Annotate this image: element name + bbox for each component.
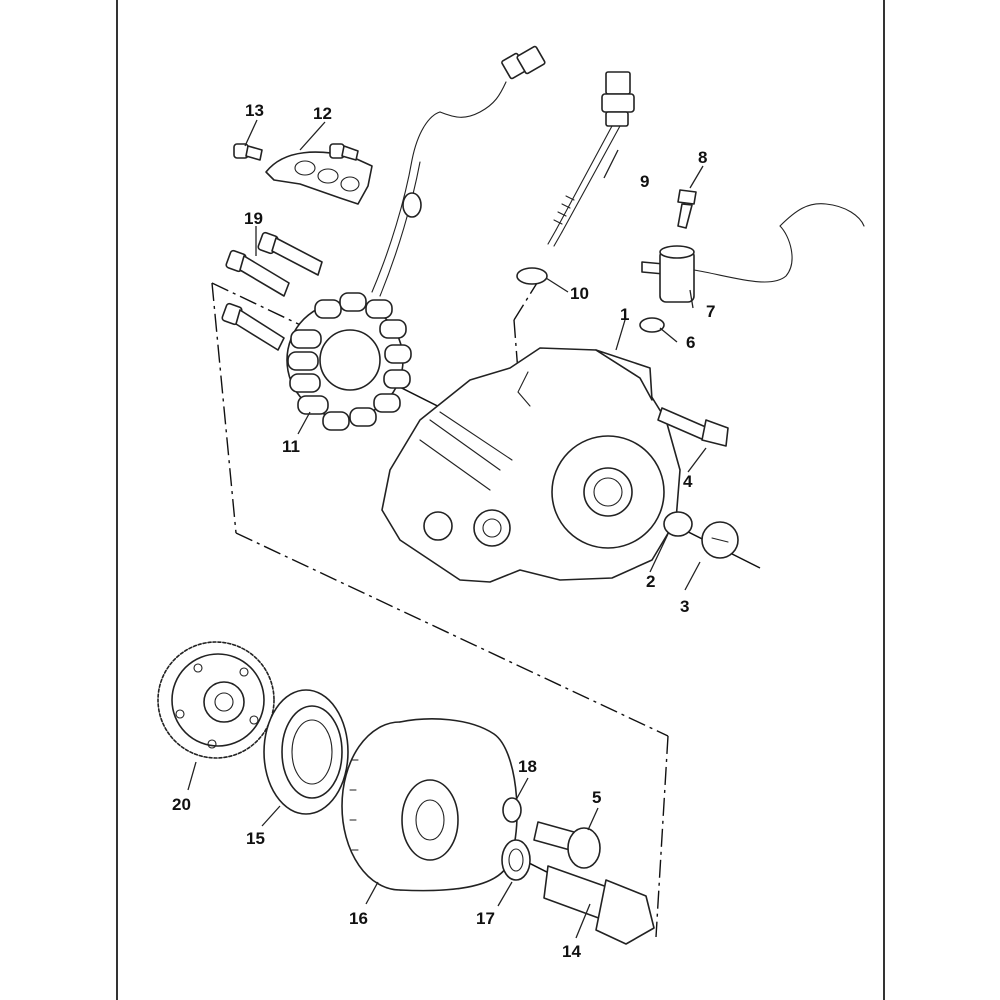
crankcase-cover	[381, 347, 681, 583]
sensor-screw	[677, 189, 697, 229]
callout-17: 17	[476, 909, 495, 928]
callout-8: 8	[698, 148, 707, 167]
bracket-screw	[233, 143, 359, 161]
stator-part	[286, 111, 441, 431]
callout-14: 14	[562, 942, 581, 961]
flywheel-washer-small	[502, 797, 522, 823]
cover-cap-plug	[701, 521, 739, 559]
callout-10: 10	[570, 284, 589, 303]
speed-sensor	[641, 203, 865, 303]
callout-3: 3	[680, 597, 689, 616]
flywheel-rotor	[341, 718, 518, 892]
starter-clutch	[263, 689, 349, 815]
callout-18: 18	[518, 757, 537, 776]
stator-bolts	[221, 231, 323, 351]
flywheel-washer	[501, 839, 531, 881]
leader-lines	[187, 119, 707, 939]
callout-6: 6	[686, 333, 695, 352]
callout-16: 16	[349, 909, 368, 928]
cover-bolt	[657, 407, 729, 447]
callout-9: 9	[640, 172, 649, 191]
flywheel-socket-bolt	[533, 821, 601, 869]
callout-labels: 1 2 3 4 5 6 7 8 9 10 11 12 13 14 15 16 1…	[172, 101, 715, 961]
callout-20: 20	[172, 795, 191, 814]
o-ring-small	[516, 267, 548, 285]
callout-13: 13	[245, 101, 264, 120]
callout-12: 12	[313, 104, 332, 123]
callout-5: 5	[592, 788, 601, 807]
callout-7: 7	[706, 302, 715, 321]
cover-plug-o-ring	[663, 511, 693, 537]
callout-15: 15	[246, 829, 265, 848]
flywheel-bolt	[543, 865, 655, 945]
callout-2: 2	[646, 572, 655, 591]
sensor-cable	[547, 71, 635, 247]
callout-1: 1	[620, 305, 629, 324]
starter-gear	[157, 641, 275, 759]
sensor-o-ring	[639, 317, 665, 333]
callout-11: 11	[282, 437, 300, 456]
callout-4: 4	[683, 472, 693, 491]
stator-wiring	[439, 45, 546, 118]
assembly-outline	[211, 282, 669, 938]
callout-19: 19	[244, 209, 263, 228]
